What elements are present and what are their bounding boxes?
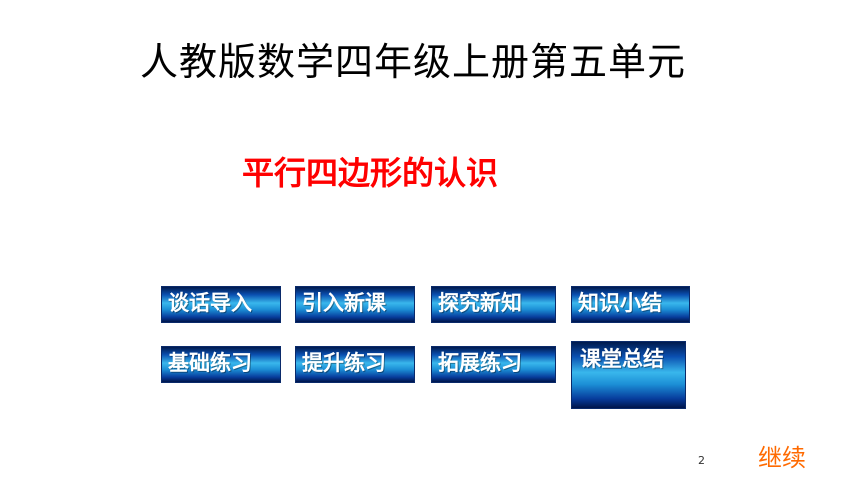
nav-button-extension-practice[interactable]: 拓展练习 xyxy=(431,346,556,383)
nav-button-class-summary[interactable]: 课堂总结 xyxy=(571,341,686,409)
page-number: 2 xyxy=(698,454,705,467)
nav-button-summary[interactable]: 知识小结 xyxy=(571,286,690,323)
nav-button-advanced-practice[interactable]: 提升练习 xyxy=(295,346,415,383)
continue-button[interactable]: 继续 xyxy=(758,444,806,472)
unit-title: 人教版数学四年级上册第五单元 xyxy=(140,40,687,84)
lesson-title: 平行四边形的认识 xyxy=(242,154,499,192)
nav-button-intro-talk[interactable]: 谈话导入 xyxy=(161,286,281,323)
nav-button-explore[interactable]: 探究新知 xyxy=(431,286,556,323)
nav-button-new-lesson[interactable]: 引入新课 xyxy=(295,286,415,323)
nav-button-basic-practice[interactable]: 基础练习 xyxy=(161,346,281,383)
